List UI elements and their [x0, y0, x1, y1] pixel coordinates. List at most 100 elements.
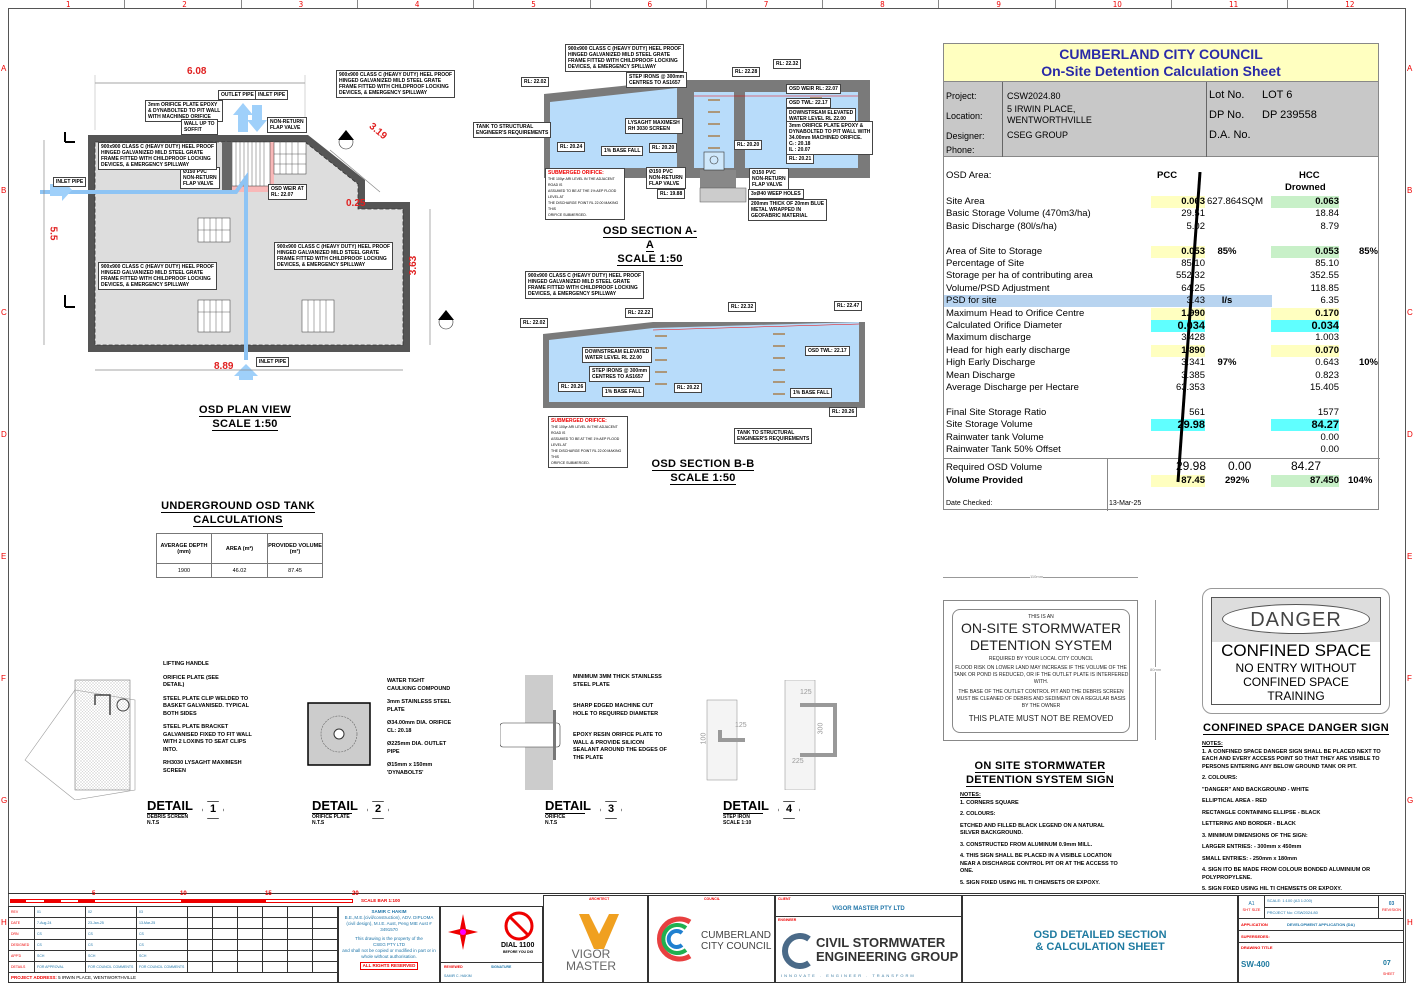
grid-column-label: 2: [182, 0, 187, 9]
section-mark-top: [64, 132, 75, 143]
detail-number-hexagon: 4: [778, 801, 800, 819]
grid-row-label: A: [1, 64, 7, 73]
osd-area-label: OSD Area:: [946, 170, 992, 181]
detail-scale: N.T.S: [312, 820, 325, 826]
grid-row-label: E: [1407, 552, 1413, 561]
bb-label-rl-2232: RL: 22.32: [728, 302, 757, 312]
grid-column-label: 9: [996, 0, 1001, 9]
calc-pcc-value: 0.034: [1151, 320, 1205, 332]
danger-sign-notes: NOTES:1. A CONFINED SPACE DANGER SIGN SH…: [1202, 741, 1394, 898]
drawing-title-line-1: OSD DETAILED SECTION: [1033, 929, 1167, 941]
calc-row-label: Basic Storage Volume (470m3/ha): [946, 208, 1091, 220]
calc-extra-value: 85%: [1217, 245, 1237, 257]
scale-tick: 15: [265, 891, 272, 897]
dim-right: 3.63: [408, 255, 420, 276]
note-item: Ø15mm x 150mm 'DYNABOLTS': [387, 762, 433, 776]
project-info: Project: CSW2024.80 Location: 5 IRWIN PL…: [944, 82, 1378, 157]
note-item: Ø225mm DIA. OUTLET PIPE: [387, 741, 447, 755]
calc-pcc-value: 3.43: [1186, 295, 1206, 307]
revision-value: 03: [1388, 901, 1395, 907]
detail-word: DETAIL: [723, 798, 769, 814]
label-pvc-valve: Ø150 PVC NON-RETURN FLAP VALVE: [180, 167, 220, 189]
detail-number-hexagon: 3: [600, 801, 622, 819]
label-inlet-pipe-top: INLET PIPE: [255, 90, 289, 100]
volume-provided-hcc: 87.450: [1271, 475, 1339, 487]
danger-line-3: CONFINED SPACE: [1243, 675, 1349, 689]
client-engineer-block: CLIENT VIGOR MASTER PTY LTD ENGINEER CIV…: [775, 895, 962, 983]
drawing-number: SW-400: [1241, 960, 1270, 969]
scale-tick: 5: [92, 891, 96, 897]
note-item: 2. COLOURS:: [960, 811, 996, 817]
bb-label-downstream: DOWNSTREAM ELEVATED WATER LEVEL RL 22.00: [582, 347, 653, 363]
note-item: LARGER ENTRIES: - 300mm x 450mm: [1202, 844, 1302, 850]
phone-label: Phone:: [946, 145, 975, 155]
grid-row-label: B: [1, 186, 7, 195]
calc-row-label: High Early Discharge: [946, 357, 1036, 369]
note-item: "DANGER" AND BACKGROUND - WHITE: [1202, 786, 1309, 793]
calc-pcc-value: 3.385: [1181, 369, 1205, 381]
tank-calc-header: PROVIDED VOLUME (m³): [267, 533, 323, 564]
grid-column-label: 7: [763, 0, 769, 9]
bb-submerged-note: SUBMERGED ORIFICE:THE 100yr ARI LEVEL IN…: [548, 416, 628, 468]
grid-column-label: 6: [647, 0, 653, 9]
calc-row-label: Rainwater Tank 50% Offset: [946, 444, 1061, 455]
note-item: ELLIPTICAL AREA - RED: [1202, 798, 1267, 804]
calc-row-label: Final Site Storage Ratio: [946, 406, 1047, 418]
note-item: 1. A CONFINED SPACE DANGER SIGN SHALL BE…: [1202, 748, 1381, 770]
label-wall-up: WALL UP TO SOFFIT: [181, 119, 218, 135]
calc-hcc-value: 0.00: [1320, 444, 1340, 455]
note-item: WATER TIGHT CAULKING COMPOUND: [387, 678, 451, 692]
dial-before-you-dig-icon: [504, 911, 534, 941]
calc-row-label: PSD for site: [946, 295, 997, 307]
col-pcc: PCC: [1157, 170, 1178, 181]
detail-scale: N.T.S: [147, 820, 160, 826]
dp-value: DP 239558: [1262, 109, 1317, 121]
grid-tick: [822, 0, 824, 8]
calc-sheet-title: On-Site Detention Calculation Sheet: [1041, 63, 1281, 79]
compass-dial-block: DIAL 1100 BEFORE YOU DIG REVIEWED SIGNAT…: [440, 906, 543, 983]
project-value: CSW2024.80: [1007, 91, 1061, 101]
grid-tick: [705, 0, 707, 8]
detail-number-hexagon: 2: [367, 801, 389, 819]
engineer-info: SAMIR C HAKIM B.E.,M.E.(civil/constructi…: [338, 906, 440, 983]
grid-tick: [589, 0, 591, 8]
bb-label-base-fall-2: 1% BASE FALL: [790, 388, 833, 398]
notes-title: NOTES:: [960, 792, 981, 798]
calc-row-label: Site Storage Volume: [946, 419, 1033, 431]
bb-label-structural: TANK TO STRUCTURAL ENGINEER'S REQUIREMEN…: [734, 428, 813, 444]
calc-row-label: Average Discharge per Hectare: [946, 382, 1079, 393]
grid-row-label: D: [1, 430, 7, 439]
detail-word: DETAIL: [312, 798, 358, 814]
grid-column-label: 3: [298, 0, 304, 9]
aa-submerged-note: SUBMERGED ORIFICE:THE 100yr ARI LEVEL IN…: [545, 168, 625, 220]
danger-sign-title: CONFINED SPACE DANGER SIGN: [1202, 722, 1390, 735]
blue-metal-bed: [699, 187, 747, 203]
grid-column-label: 5: [531, 0, 536, 9]
calc-row-label: Head for high early discharge: [946, 344, 1071, 356]
note-item: 3. MINIMUM DIMENSIONS OF THE SIGN:: [1202, 832, 1308, 839]
dial-sub: BEFORE YOU DIG: [503, 950, 534, 954]
drawing-title-line-2: & CALCULATION SHEET: [1035, 941, 1165, 953]
aa-label-weir: OSD WEIR RL: 22.07: [786, 84, 841, 94]
grid-row-label: C: [1, 308, 7, 317]
sign-width-dim: 110mm: [1030, 574, 1044, 579]
grid-column-label: 4: [414, 0, 420, 9]
calc-hcc-value: 118.85: [1310, 282, 1339, 294]
required-osd-label: Required OSD Volume: [946, 462, 1043, 473]
calc-row-label: Percentage of Site: [946, 258, 1025, 269]
calc-row-label: Rainwater tank Volume: [946, 431, 1044, 443]
danger-line-1: CONFINED SPACE: [1221, 641, 1371, 660]
calc-extra2-value: 85%: [1358, 245, 1378, 257]
grid-row-label: F: [1407, 674, 1412, 683]
calc-hcc-value: 18.84: [1315, 208, 1339, 220]
aa-label-structural: TANK TO STRUCTURAL ENGINEER'S REQUIREMEN…: [473, 122, 552, 138]
label-grate-1: 900x900 CLASS C (HEAVY DUTY) HEEL PROOF …: [336, 70, 456, 98]
inlet-pipe-line: [40, 171, 248, 360]
